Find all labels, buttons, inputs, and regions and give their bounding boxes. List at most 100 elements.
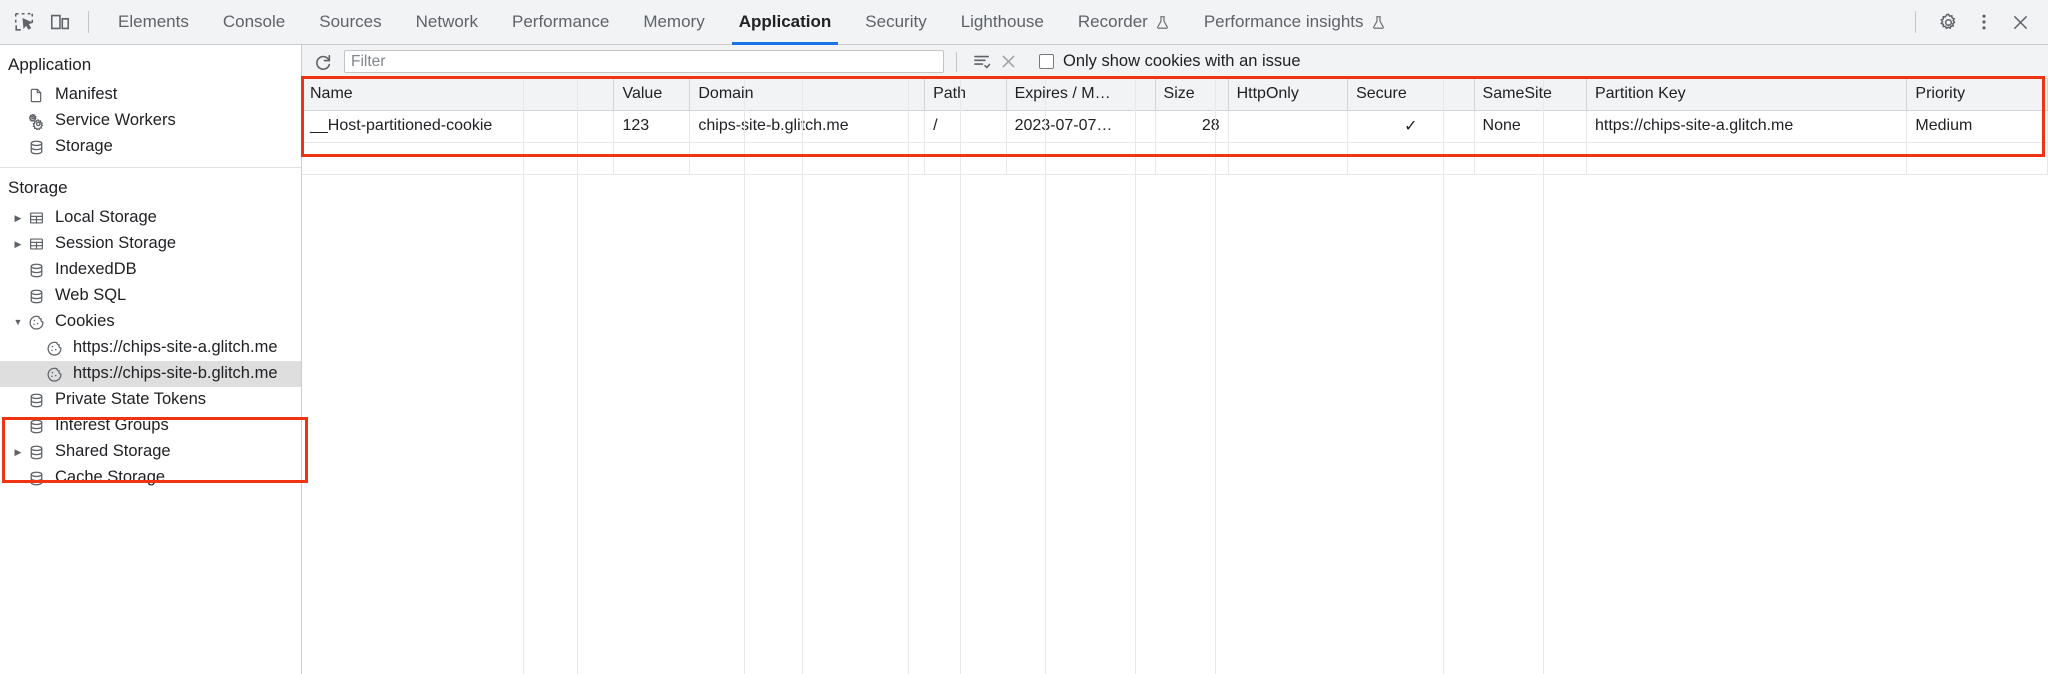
tab-performance-insights[interactable]: Performance insights — [1187, 0, 1403, 45]
tab-memory[interactable]: Memory — [626, 0, 721, 45]
devtools-body: Application ▶Manifest▶Service Workers▶St… — [0, 45, 2048, 674]
sidebar-item-private-state-tokens[interactable]: ▶Private State Tokens — [0, 387, 301, 413]
experimental-flask-icon — [1155, 14, 1170, 31]
close-icon[interactable] — [2002, 4, 2038, 40]
tab-label: Elements — [118, 12, 189, 31]
column-header-value[interactable]: Value — [613, 79, 691, 111]
tab-sources[interactable]: Sources — [302, 0, 398, 45]
sidebar-item-https-chips-site-a-glitch-me[interactable]: ▶https://chips-site-a.glitch.me — [0, 335, 301, 361]
sidebar-item-service-workers[interactable]: ▶Service Workers — [0, 108, 301, 134]
table-grid-icon — [26, 209, 46, 227]
tab-label: Security — [865, 12, 927, 31]
column-header-priority[interactable]: Priority — [1906, 79, 2048, 111]
application-sidebar: Application ▶Manifest▶Service Workers▶St… — [0, 45, 302, 674]
column-header-size[interactable]: Size — [1155, 79, 1229, 111]
tab-label: Performance — [511, 12, 610, 31]
tab-label: Performance insights — [1203, 12, 1364, 31]
sidebar-item-label: Cache Storage — [55, 468, 166, 487]
sidebar-item-storage[interactable]: ▶Storage — [0, 134, 301, 160]
column-header-secure[interactable]: Secure — [1347, 79, 1475, 111]
cell-domain[interactable]: chips-site-b.glitch.me — [689, 110, 926, 143]
cookies-panel: Only show cookies with an issue NameValu… — [302, 45, 2048, 674]
cell-samesite[interactable]: None — [1474, 110, 1587, 143]
gear-icon[interactable] — [1930, 4, 1966, 40]
tab-application[interactable]: Application — [722, 0, 849, 45]
sidebar-item-https-chips-site-b-glitch-me[interactable]: ▶https://chips-site-b.glitch.me — [0, 361, 301, 387]
sidebar-item-label: Storage — [55, 137, 113, 156]
database-icon — [26, 138, 46, 156]
cell-name[interactable]: __Host-partitioned-cookie — [302, 110, 615, 143]
sidebar-item-label: Web SQL — [55, 286, 127, 305]
sidebar-item-session-storage[interactable]: ▶Session Storage — [0, 231, 301, 257]
only-show-issues-label: Only show cookies with an issue — [1063, 52, 1301, 70]
sidebar-item-indexeddb[interactable]: ▶IndexedDB — [0, 257, 301, 283]
database-icon — [26, 391, 46, 409]
tab-label: Console — [222, 12, 286, 31]
database-icon — [26, 443, 46, 461]
only-show-issues-checkbox-row[interactable]: Only show cookies with an issue — [1039, 52, 1301, 71]
filter-input[interactable] — [344, 50, 944, 73]
column-header-name[interactable]: Name — [302, 79, 615, 111]
cell-partitionkey[interactable]: https://chips-site-a.glitch.me — [1586, 110, 1908, 143]
column-header-samesite[interactable]: SameSite — [1474, 79, 1587, 111]
sidebar-item-label: Cookies — [55, 312, 115, 331]
clear-filtered-cookies-icon[interactable] — [969, 49, 995, 75]
manifest-document-icon — [26, 86, 46, 104]
tab-console[interactable]: Console — [206, 0, 302, 45]
cell-value[interactable]: 123 — [613, 110, 691, 143]
sidebar-item-local-storage[interactable]: ▶Local Storage — [0, 205, 301, 231]
tab-performance[interactable]: Performance — [495, 0, 626, 45]
sidebar-storage-items: ▶Local Storage▶Session Storage▶IndexedDB… — [0, 205, 301, 491]
empty-cell — [1906, 142, 2048, 175]
cell-priority[interactable]: Medium — [1906, 110, 2048, 143]
more-options-kebab-icon[interactable] — [1966, 4, 2002, 40]
database-icon — [26, 469, 46, 487]
toolbar-right-controls — [1901, 4, 2038, 40]
tab-security[interactable]: Security — [848, 0, 943, 45]
column-header-partitionkey[interactable]: Partition Key — [1586, 79, 1908, 111]
twisty-collapsed-icon[interactable]: ▶ — [14, 446, 22, 457]
refresh-icon[interactable] — [310, 49, 336, 75]
cell-size[interactable]: 28 — [1155, 110, 1229, 143]
cookie-icon — [44, 339, 64, 357]
tab-lighthouse[interactable]: Lighthouse — [944, 0, 1061, 45]
only-show-issues-checkbox[interactable] — [1039, 54, 1054, 69]
table-grid-icon — [26, 235, 46, 253]
cell-path[interactable]: / — [924, 110, 1007, 143]
sidebar-item-label: Interest Groups — [55, 416, 169, 435]
column-header-httponly[interactable]: HttpOnly — [1228, 79, 1349, 111]
tab-recorder[interactable]: Recorder — [1061, 0, 1187, 45]
sidebar-item-manifest[interactable]: ▶Manifest — [0, 82, 301, 108]
inspect-element-icon[interactable] — [6, 4, 42, 40]
column-header-expires[interactable]: Expires / M… — [1006, 79, 1156, 111]
column-header-domain[interactable]: Domain — [689, 79, 926, 111]
twisty-collapsed-icon[interactable]: ▶ — [14, 212, 22, 223]
sidebar-item-cookies[interactable]: ▼ Cookies — [0, 309, 301, 335]
twisty-expanded-icon[interactable]: ▼ — [13, 317, 23, 327]
cookie-icon — [26, 313, 46, 331]
sidebar-item-cache-storage[interactable]: ▶Cache Storage — [0, 465, 301, 491]
device-toolbar-icon[interactable] — [42, 4, 78, 40]
tab-label: Recorder — [1077, 12, 1148, 31]
cell-httponly[interactable] — [1228, 110, 1349, 143]
tab-label: Application — [738, 12, 832, 31]
sidebar-item-interest-groups[interactable]: ▶Interest Groups — [0, 413, 301, 439]
sidebar-item-shared-storage[interactable]: ▶Shared Storage — [0, 439, 301, 465]
tab-network[interactable]: Network — [399, 0, 495, 45]
tab-label: Memory — [643, 12, 705, 31]
empty-cell — [1155, 142, 1229, 175]
sidebar-item-web-sql[interactable]: ▶Web SQL — [0, 283, 301, 309]
cell-expires[interactable]: 2023-07-07… — [1006, 110, 1156, 143]
clear-all-cookies-icon[interactable] — [995, 49, 1021, 75]
twisty-collapsed-icon[interactable]: ▶ — [14, 238, 22, 249]
database-icon — [26, 287, 46, 305]
column-header-path[interactable]: Path — [924, 79, 1007, 111]
empty-cell — [1006, 142, 1156, 175]
tab-elements[interactable]: Elements — [101, 0, 206, 45]
cell-secure[interactable]: ✓ — [1347, 110, 1475, 143]
